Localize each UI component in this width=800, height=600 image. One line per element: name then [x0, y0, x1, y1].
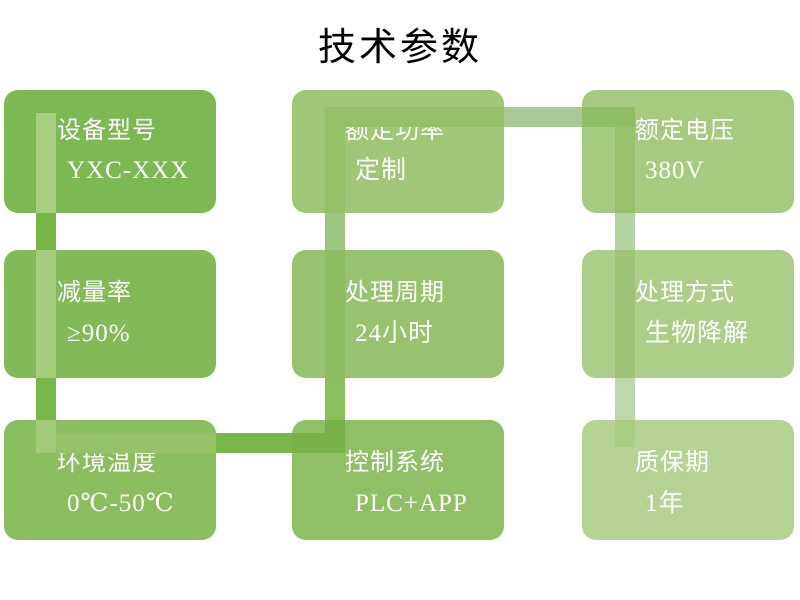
connector-segment	[36, 213, 56, 250]
box-label: 控制系统	[345, 450, 445, 477]
slide-title: 技术参数	[317, 27, 482, 69]
connector-segment	[36, 378, 56, 420]
box-label: 减量率	[57, 280, 132, 307]
box-value: PLC+APP	[355, 489, 468, 517]
box-label: 设备型号	[57, 117, 157, 144]
connector-segment	[325, 378, 345, 420]
connector-segment	[216, 433, 292, 453]
box-label: 处理周期	[345, 280, 445, 307]
connector-segment	[615, 213, 635, 250]
connector-segment	[325, 213, 345, 250]
box-value: 24小时	[355, 319, 435, 347]
connector-segment	[615, 250, 635, 378]
connector-segment	[36, 113, 56, 213]
box-label: 额定电压	[635, 117, 735, 144]
box-label: 质保期	[635, 450, 710, 477]
connector-segment	[325, 107, 504, 127]
connector-segment	[615, 378, 635, 420]
box-label: 环境温度	[57, 450, 157, 477]
connector-segment	[615, 420, 635, 447]
box-warranty-period: 质保期 1年	[582, 420, 794, 540]
box-value: ≥90%	[67, 319, 131, 347]
box-treatment-method: 处理方式 生物降解	[582, 250, 794, 378]
box-value: 定制	[355, 157, 408, 185]
connector-segment	[504, 107, 582, 127]
connector-segment	[36, 433, 216, 453]
connector-segment	[325, 127, 345, 213]
connector-segment	[292, 433, 345, 453]
box-value: 生物降解	[645, 319, 750, 347]
box-label: 处理方式	[635, 280, 735, 307]
box-value: YXC-XXX	[67, 157, 190, 185]
connector-segment	[615, 127, 635, 213]
connector-segment	[582, 107, 635, 127]
connector-segment	[36, 420, 56, 453]
box-value: 380V	[645, 157, 705, 185]
box-processing-cycle: 处理周期 24小时	[292, 250, 504, 378]
box-value: 1年	[645, 489, 685, 517]
box-value: 0℃-50℃	[67, 489, 175, 517]
connector-segment	[36, 250, 56, 378]
connector-segment	[325, 250, 345, 378]
connector-segment	[325, 420, 345, 433]
